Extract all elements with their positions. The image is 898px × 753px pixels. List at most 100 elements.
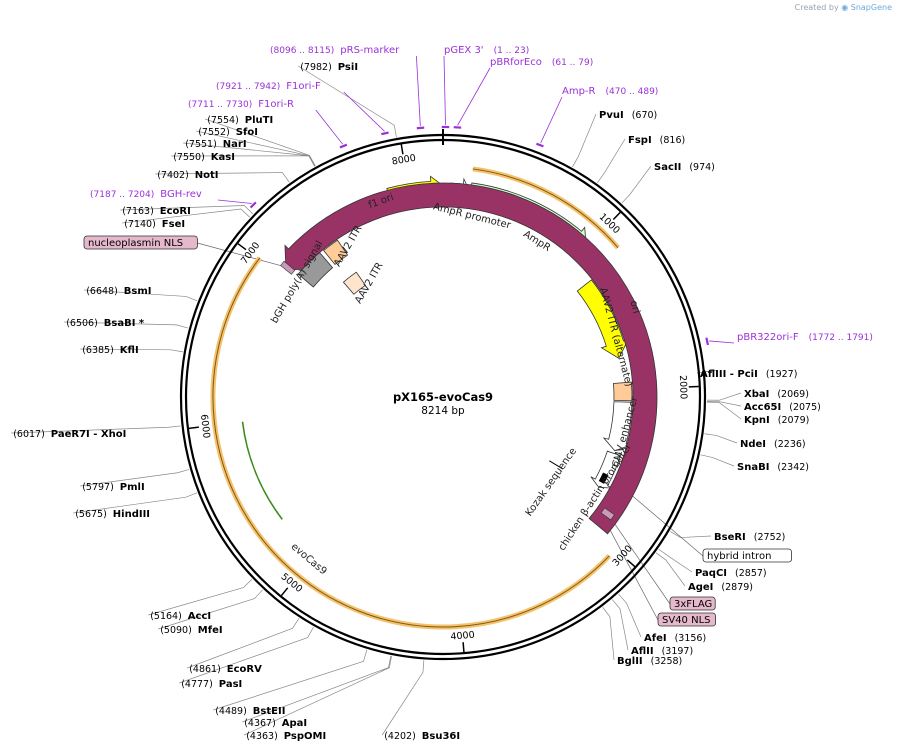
site-hindiii[interactable]: (5675)HindIII — [75, 509, 150, 520]
site-bsabi[interactable]: (6506)BsaBI * — [66, 318, 145, 329]
site-fsei[interactable]: (7140)FseI — [124, 219, 185, 230]
site-noti[interactable]: (7402)NotI — [157, 170, 218, 181]
site-afei[interactable]: AfeI(3156) — [644, 633, 706, 644]
tick-label: 4000 — [450, 630, 475, 643]
feature-ori[interactable] — [576, 279, 630, 359]
feature-arrows — [210, 166, 658, 630]
site-ecori[interactable]: (7163)EcoRI — [122, 206, 191, 217]
site-apai[interactable]: (4367)ApaI — [244, 718, 307, 729]
primer-leader-line — [709, 340, 735, 344]
primer-leader-line — [315, 109, 343, 145]
tick-mark — [400, 144, 404, 155]
label-ori: ori — [628, 299, 642, 314]
box-3xflag[interactable] — [669, 596, 716, 611]
site-bsu36i[interactable]: (4202)Bsu36I — [384, 731, 460, 742]
primer-pgex-3[interactable]: pGEX 3'(1 .. 23) — [444, 45, 529, 56]
tick-label: 8000 — [391, 153, 417, 168]
site-nari[interactable]: (7551)NarI — [185, 139, 246, 150]
site-leader-line — [205, 118, 316, 167]
site-pmli[interactable]: (5797)PmlI — [82, 482, 145, 493]
site-leader-line — [64, 321, 189, 329]
box-leader-line — [623, 487, 704, 557]
primer-pbr322ori-f[interactable]: pBR322ori-F(1772 .. 1791) — [737, 332, 873, 343]
feature-cmv-enhancer[interactable] — [602, 401, 633, 452]
primer-pbrforeco[interactable]: pBRforEco(61 .. 79) — [490, 57, 593, 68]
site-ndei[interactable]: NdeI(2236) — [740, 439, 806, 450]
site-pspomi[interactable]: (4363)PspOMI — [246, 731, 326, 742]
kozak-mark — [549, 460, 564, 470]
site-bglii[interactable]: BglII(3258) — [617, 656, 682, 667]
primer-leader-line — [217, 199, 252, 204]
primer-prs-marker[interactable]: (8096 .. 8115)pRS-marker — [270, 45, 400, 56]
feature-chicken-beta-actin-promoter[interactable] — [590, 450, 622, 489]
site-bseri[interactable]: BseRI(2752) — [714, 532, 785, 543]
site-leader-line — [179, 626, 314, 684]
site-paqci[interactable]: PaqCI(2857) — [695, 568, 767, 579]
tick-mark — [626, 559, 636, 568]
label-kozak-sequence: Kozak sequence — [524, 446, 579, 518]
site-mfei[interactable]: (5090)MfeI — [160, 625, 222, 636]
site-leader-line — [11, 425, 181, 434]
site-fspi[interactable]: FspI(816) — [628, 135, 685, 146]
site-leader-line — [244, 655, 392, 736]
site-kpni[interactable]: KpnI(2079) — [744, 415, 809, 426]
site-agei[interactable]: AgeI(2879) — [688, 582, 753, 593]
site-aflii[interactable]: AflII(3197) — [631, 646, 693, 657]
primer-mark — [705, 337, 710, 346]
site-sfoi[interactable]: (7552)SfoI — [198, 127, 258, 138]
box-nucleoplasmin-nls[interactable] — [83, 235, 198, 250]
site-kasi[interactable]: (7550)KasI — [173, 152, 235, 163]
site-acci[interactable]: (5164)AccI — [150, 611, 211, 622]
site-leader-line — [80, 348, 183, 353]
site-snabi[interactable]: SnaBI(2342) — [737, 462, 809, 473]
primer-f1ori-r[interactable]: (7711 .. 7730)F1ori-R — [188, 99, 294, 110]
leader-lines — [11, 55, 742, 736]
primer-leader-line — [416, 55, 421, 126]
site-paer7i-xhoi[interactable]: (6017)PaeR7I - XhoI — [13, 429, 126, 440]
site-leader-line — [120, 205, 254, 215]
plasmid-name: pX165-evoCas9 — [393, 390, 493, 404]
primer-mark — [536, 142, 544, 148]
feature-bgh-poly-a-signal[interactable] — [297, 251, 334, 288]
site-pasi[interactable]: (4777)PasI — [181, 679, 242, 690]
site-leader-line — [242, 655, 392, 723]
site-bsteii[interactable]: (4489)BstEII — [215, 706, 285, 717]
box-label-nucleoplasmin-nls: nucleoplasmin NLS — [88, 238, 183, 249]
feature-aav2-itr-2[interactable] — [342, 271, 366, 295]
site-psii[interactable]: (7982)PsiI — [300, 62, 358, 73]
primer-amp-r[interactable]: Amp-R(470 .. 489) — [562, 86, 658, 97]
site-leader-line — [155, 172, 290, 183]
site-leader-line — [381, 660, 425, 736]
site-acc65i[interactable]: Acc65I(2075) — [744, 402, 821, 413]
site-leader-line — [213, 649, 368, 711]
tick-mark — [462, 642, 465, 653]
feature-evocas9[interactable] — [284, 182, 658, 535]
site-xbai[interactable]: XbaI(2069) — [744, 389, 809, 400]
primer-mark — [339, 143, 348, 149]
box-sv40-nls[interactable] — [657, 612, 716, 627]
feature-aav2-itr[interactable] — [323, 239, 349, 266]
box-label-hybrid-intron: hybrid intron — [707, 551, 771, 562]
site-bsmi[interactable]: (6648)BsmI — [86, 286, 151, 297]
box-label-3xflag: 3xFLAG — [674, 599, 712, 610]
site-pluti[interactable]: (7554)PluTI — [207, 115, 273, 126]
orf-amp-line — [472, 168, 619, 249]
primer-f1ori-f[interactable]: (7921 .. 7942)F1ori-F — [216, 81, 321, 92]
tick-mark — [612, 211, 621, 221]
box-hybrid-intron[interactable] — [702, 548, 792, 563]
site-kfli[interactable]: (6385)KflI — [82, 345, 138, 356]
box-label-sv40-nls: SV40 NLS — [662, 615, 711, 626]
snapgene-logo-icon: ◉ — [841, 3, 849, 12]
hybrid-intron-mark — [598, 472, 609, 484]
nucleoplasmin-nls-mark — [280, 260, 296, 275]
site-leader-line — [618, 593, 642, 638]
site-ecorv[interactable]: (4861)EcoRV — [189, 664, 262, 675]
site-sacii[interactable]: SacII(974) — [654, 162, 715, 173]
primer-bgh-rev[interactable]: (7187 .. 7204)BGH-rev — [90, 189, 202, 200]
feature-aav2-itr-alternate[interactable] — [613, 381, 633, 402]
site-pvui[interactable]: PvuI(670) — [599, 110, 657, 121]
orf-green-line — [241, 421, 283, 520]
site-afliii-pcii[interactable]: AflIII - PciI(1927) — [700, 369, 797, 380]
site-leader-line — [158, 589, 263, 630]
site-leader-line — [700, 454, 735, 467]
